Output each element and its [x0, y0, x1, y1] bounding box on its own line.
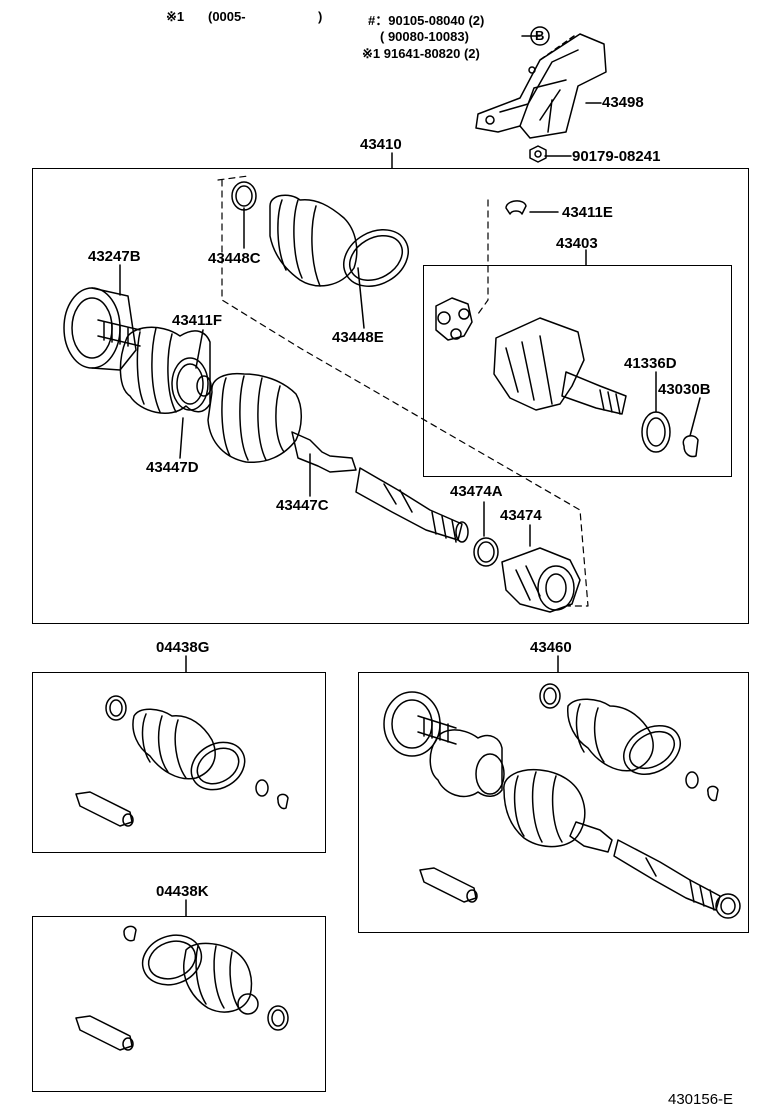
label-main-assembly: 43410 [360, 136, 402, 153]
inner-joint-frame [423, 265, 732, 477]
inner-boot-part [207, 372, 302, 464]
shaft-assembly-2-frame [358, 672, 749, 933]
outer-joint-part [63, 287, 141, 371]
label-outer-boot-band: 43448E [332, 329, 384, 346]
snap-ring-b-part [682, 435, 699, 458]
seal-part [641, 411, 671, 453]
drive-shaft-part [291, 431, 469, 543]
label-inner-joint-assembly: 43403 [556, 235, 598, 252]
circle-ref-marker [530, 26, 550, 46]
bolt-line-3: ※1 91641-80820 (2) [362, 46, 480, 61]
bolt-line-2: ( 90080-10083) [380, 29, 469, 44]
outer-boot-clamp-part [231, 181, 257, 211]
dust-cover-a-part [473, 537, 499, 567]
label-dust-cover: 43474 [500, 507, 542, 524]
label-outer-joint: 43247B [88, 248, 141, 265]
note-marker: ※1 [166, 9, 185, 24]
label-snap-ring-f: 43411F [172, 312, 223, 329]
snap-ring-f-part [196, 375, 212, 397]
label-boot-clamp-c: 43447C [276, 497, 329, 514]
label-bracket: 43498 [602, 94, 644, 111]
note-range: (0005- [208, 9, 246, 24]
dashed-guides [217, 175, 589, 607]
diagram-code: 430156-E [668, 1091, 734, 1108]
label-boot-clamp-d: 43447D [146, 459, 199, 476]
boot-kit-k-parts [75, 925, 289, 1051]
main-assembly-frame [32, 168, 749, 624]
label-shaft-assembly-2: 43460 [530, 639, 572, 656]
bolt-line-1: #：90105-08040 (2) [368, 13, 485, 28]
dust-cover-part [501, 547, 581, 613]
boot-kit-g-frame [32, 672, 326, 853]
label-snap-ring-b: 43030B [658, 381, 711, 398]
label-snap-ring-e: 43411E [562, 204, 613, 221]
shaft-assembly-2-parts [383, 683, 741, 919]
label-boot-kit-g: 04438G [156, 639, 210, 656]
label-boot-kit-k: 04438K [156, 883, 209, 900]
tripod-part [435, 297, 473, 341]
label-dust-cover-a: 43474A [450, 483, 503, 500]
boot-kit-k-frame [32, 916, 326, 1092]
outer-boot-band-part [343, 229, 409, 287]
label-outer-boot-clamp: 43448C [208, 250, 261, 267]
note-close: ) [318, 9, 323, 24]
boot-kit-g-parts [75, 695, 289, 827]
bracket-part [475, 33, 607, 139]
snap-ring-e-part [505, 200, 527, 215]
inner-joint-housing-part [493, 317, 627, 415]
nut-part [529, 145, 547, 163]
outer-boot-part [119, 326, 211, 414]
label-nut: 90179-08241 [572, 148, 661, 165]
circle-ref-label: B [535, 28, 545, 43]
leader-lines [119, 35, 701, 917]
small-boot-part [269, 194, 358, 287]
label-seal: 41336D [624, 355, 677, 372]
